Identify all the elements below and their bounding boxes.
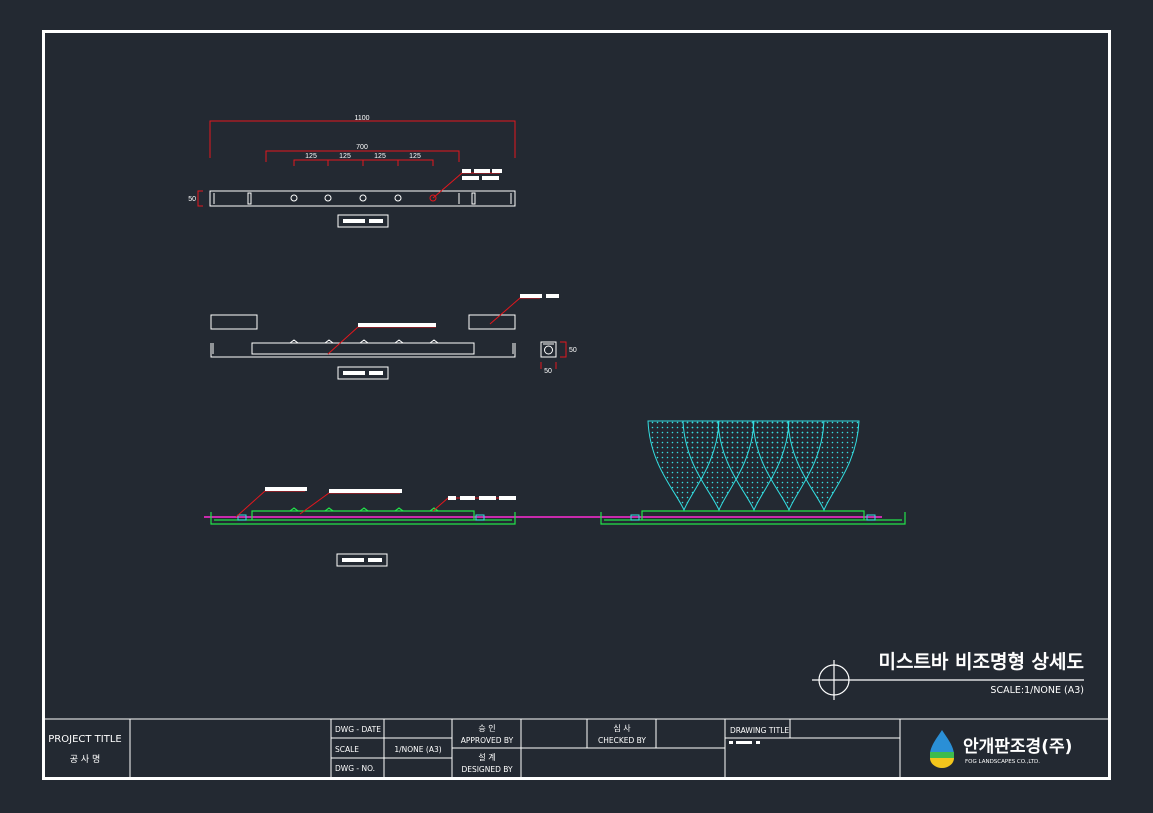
project-title-kr: 공 사 명 <box>70 754 101 765</box>
company-name-en: FOG LANDSCAPES CO.,LTD. <box>965 759 1040 765</box>
drawing-scale: SCALE:1/NONE (A3) <box>990 685 1084 696</box>
company-name: 안개판조경(주) <box>963 737 1072 757</box>
plan-view: 1100 700 125 125 125 125 50 <box>188 115 516 228</box>
checked-kr: 심 사 <box>613 723 631 733</box>
nozzle-1 <box>290 194 298 202</box>
nozzle-3 <box>359 194 367 202</box>
dim-inner-label: 700 <box>356 144 368 151</box>
dim-height-label: 50 <box>188 196 196 203</box>
dim-spacing-label-2: 125 <box>339 153 351 160</box>
project-title-label: PROJECT TITLE <box>48 734 121 745</box>
scale-value: 1/NONE (A3) <box>394 745 441 754</box>
side-view: 50 50 <box>210 294 577 380</box>
nozzle-4 <box>394 194 402 202</box>
scale-label: SCALE <box>335 745 359 754</box>
dim-overall-label: 1100 <box>354 115 369 122</box>
checked-en: CHECKED BY <box>598 736 646 745</box>
mist-spray <box>647 420 860 512</box>
designed-en: DESIGNED BY <box>461 765 513 774</box>
section-profile <box>540 341 557 358</box>
nozzle-2 <box>324 194 332 202</box>
dim-spacing-label-1: 125 <box>305 153 317 160</box>
installation-view <box>204 420 906 567</box>
dim-spacing-label-3: 125 <box>374 153 386 160</box>
dwg-date-label: DWG - DATE <box>335 725 381 734</box>
dim-spacing-label-4: 125 <box>409 153 421 160</box>
approved-kr: 승 인 <box>478 723 495 733</box>
sheet-frame <box>42 30 1111 780</box>
dwg-no-label: DWG - NO. <box>335 764 375 773</box>
section-height-label: 50 <box>569 347 577 354</box>
drawing-title-block: 미스트바 비조명형 상세도 SCALE:1/NONE (A3) <box>812 651 1084 700</box>
company-logo-icon <box>930 730 954 768</box>
drawing-title: 미스트바 비조명형 상세도 <box>878 651 1084 673</box>
plan-caption-box <box>337 214 389 228</box>
side-caption-box <box>337 366 389 380</box>
install-caption-box <box>336 553 388 567</box>
sheet-title-block <box>45 718 1108 777</box>
title-block-text: PROJECT TITLE 공 사 명 DWG - DATE SCALE 1/N… <box>48 723 1072 774</box>
nozzle-5 <box>429 194 437 202</box>
drawing-title-label: DRAWING TITLE <box>730 726 789 735</box>
designed-kr: 설 계 <box>478 752 495 762</box>
section-width-label: 50 <box>544 368 552 375</box>
plan-bar <box>209 190 516 207</box>
approved-en: APPROVED BY <box>461 736 514 745</box>
